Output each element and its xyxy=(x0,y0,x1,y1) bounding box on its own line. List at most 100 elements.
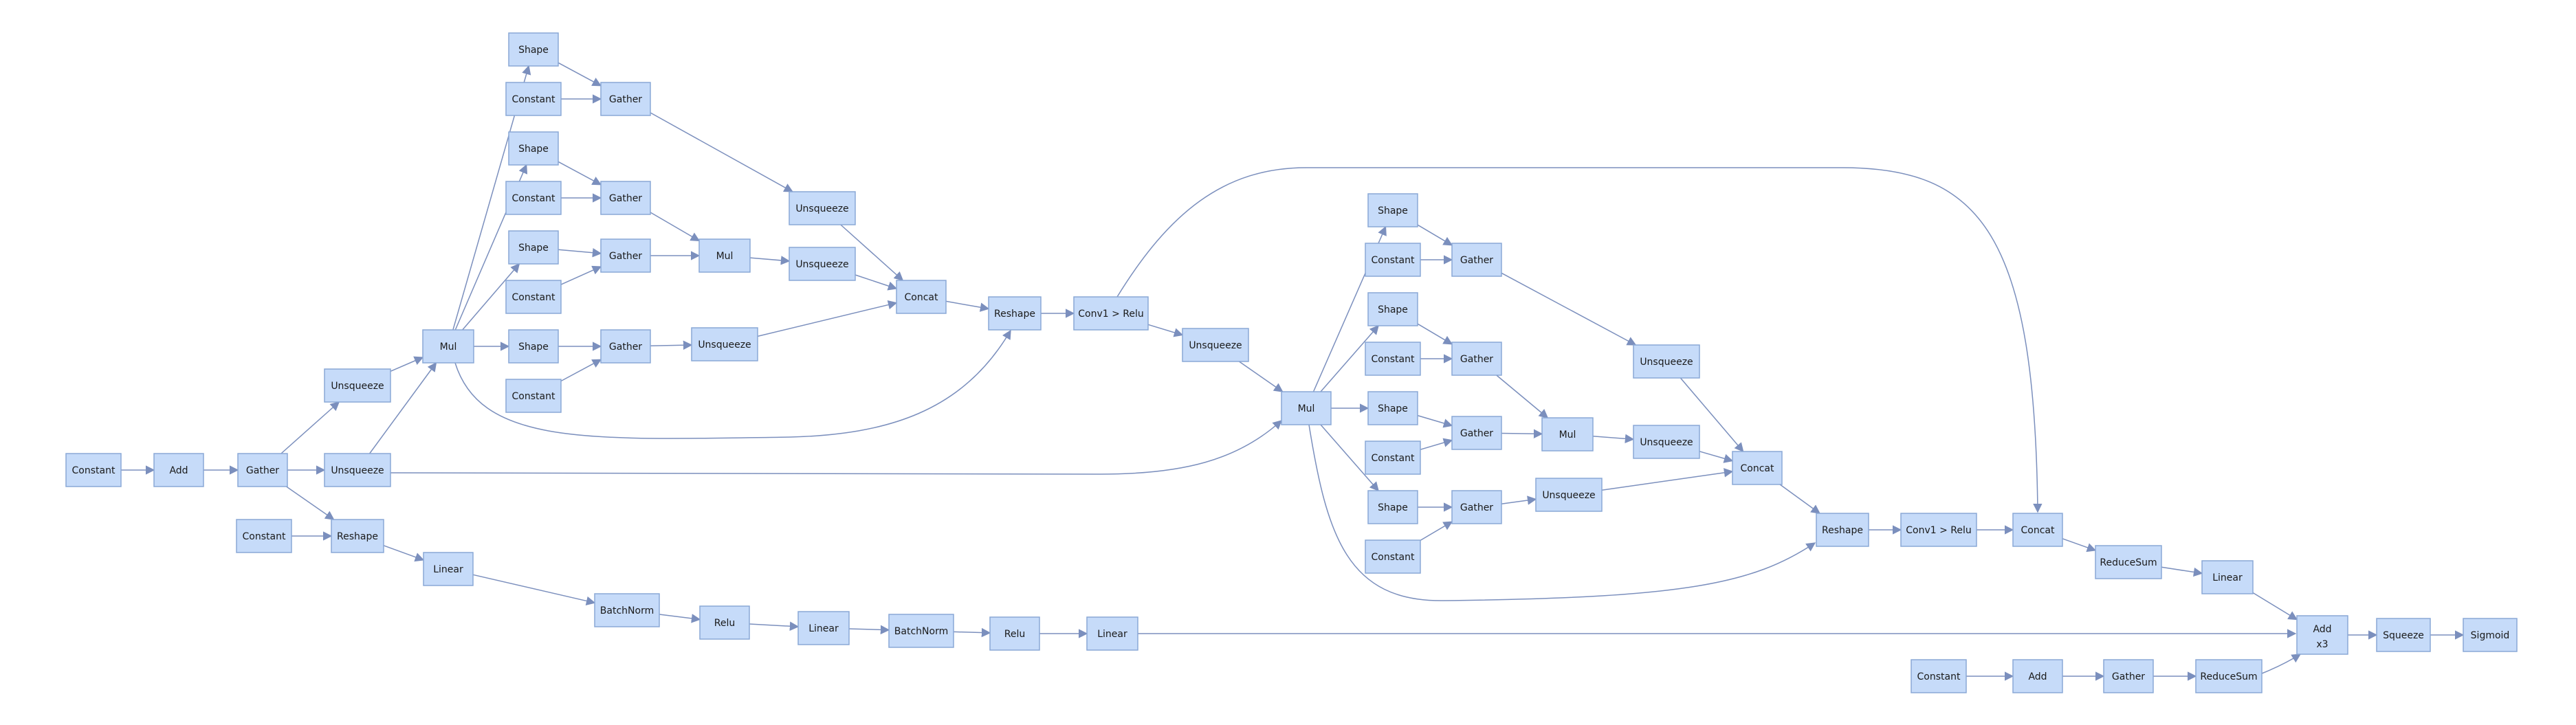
node-box xyxy=(331,519,384,553)
graph-node-concat[interactable]: Concat xyxy=(896,280,947,314)
edge-n49-to-n50 xyxy=(2062,538,2097,553)
graph-node-constant[interactable]: Constant xyxy=(1365,243,1421,277)
graph-node-linear[interactable]: Linear xyxy=(423,552,474,586)
graph-node-shape[interactable]: Shape xyxy=(1367,292,1418,326)
graph-node-shape[interactable]: Shape xyxy=(508,32,559,67)
graph-node-batchnorm[interactable]: BatchNorm xyxy=(888,614,954,648)
graph-node-batchnorm[interactable]: BatchNorm xyxy=(594,593,660,627)
graph-node-constant[interactable]: Constant xyxy=(505,181,562,215)
graph-node-unsqueeze[interactable]: Unsqueeze xyxy=(324,453,391,487)
graph-node-reshape[interactable]: Reshape xyxy=(1816,513,1869,547)
graph-node-gather[interactable]: Gather xyxy=(600,238,651,273)
edge-n22-to-n23 xyxy=(749,256,791,265)
node-label: Unsqueeze xyxy=(331,465,384,476)
graph-node-linear[interactable]: Linear xyxy=(2201,560,2254,594)
graph-node-mul[interactable]: Mul xyxy=(1281,391,1332,425)
graph-node-gather[interactable]: Gather xyxy=(1451,243,1502,277)
graph-node-reducesum[interactable]: ReduceSum xyxy=(2095,545,2162,579)
graph-node-unsqueeze[interactable]: Unsqueeze xyxy=(789,191,856,225)
node-box xyxy=(65,453,122,487)
node-box xyxy=(1541,417,1594,451)
node-label: Shape xyxy=(1378,403,1408,414)
graph-node-reducesum[interactable]: ReduceSum xyxy=(2195,659,2263,693)
graph-node-constant[interactable]: Constant xyxy=(236,519,292,553)
edge-n5-to-n8 xyxy=(368,361,437,454)
graph-node-unsqueeze[interactable]: Unsqueeze xyxy=(1633,425,1700,459)
graph-node-constant[interactable]: Constant xyxy=(65,453,122,487)
graph-node-concat[interactable]: Concat xyxy=(1732,451,1783,485)
node-box xyxy=(1073,296,1149,331)
node-box xyxy=(1367,490,1418,524)
edge-n24-to-n25 xyxy=(757,300,898,337)
graph-node-squeeze[interactable]: Squeeze xyxy=(2376,618,2431,652)
node-label: Mul xyxy=(1559,430,1576,440)
node-box xyxy=(505,379,562,413)
graph-node-gather[interactable]: Gather xyxy=(1451,416,1502,450)
graph-node-unsqueeze[interactable]: Unsqueeze xyxy=(691,327,758,361)
edge-n33-to-n35 xyxy=(1417,323,1453,345)
graph-node-gather[interactable]: Gather xyxy=(1451,342,1502,376)
graph-node-sigmoid[interactable]: Sigmoid xyxy=(2463,618,2518,652)
graph-node-unsqueeze[interactable]: Unsqueeze xyxy=(1633,344,1700,379)
node-box xyxy=(2012,513,2063,547)
graph-node-reshape[interactable]: Reshape xyxy=(331,519,384,553)
node-box xyxy=(1365,539,1421,574)
node-box xyxy=(1535,478,1603,512)
graph-node-conv1-relu[interactable]: Conv1 > Relu xyxy=(1073,296,1149,331)
edge-n52-to-n53 xyxy=(472,574,596,606)
node-box xyxy=(2012,659,2063,693)
graph-node-conv1-relu[interactable]: Conv1 > Relu xyxy=(1900,513,1977,547)
node-box xyxy=(789,191,856,225)
graph-node-relu[interactable]: Relu xyxy=(699,605,750,640)
node-box xyxy=(1911,659,1967,693)
graph-node-gather[interactable]: Gather xyxy=(600,181,651,215)
node-label: Shape xyxy=(1378,205,1408,216)
graph-node-shape[interactable]: Shape xyxy=(508,131,559,166)
graph-node-add[interactable]: Add xyxy=(2012,659,2063,693)
graph-node-mul[interactable]: Mul xyxy=(1541,417,1594,451)
graph-node-unsqueeze[interactable]: Unsqueeze xyxy=(1535,478,1603,512)
node-label: Constant xyxy=(1372,552,1415,563)
graph-node-constant[interactable]: Constant xyxy=(1365,440,1421,475)
graph-node-reshape[interactable]: Reshape xyxy=(988,296,1042,331)
graph-node-shape[interactable]: Shape xyxy=(508,329,559,364)
graph-node-gather[interactable]: Gather xyxy=(600,329,651,364)
graph-node-constant[interactable]: Constant xyxy=(505,280,562,314)
node-label: Conv1 > Relu xyxy=(1906,525,1972,536)
node-box xyxy=(237,453,288,487)
node-label: Unsqueeze xyxy=(1640,437,1693,448)
node-box xyxy=(797,611,850,645)
graph-node-shape[interactable]: Shape xyxy=(1367,193,1418,227)
graph-node-shape[interactable]: Shape xyxy=(1367,490,1418,524)
graph-node-linear[interactable]: Linear xyxy=(797,611,850,645)
graph-node-mul[interactable]: Mul xyxy=(422,329,474,364)
graph-node-constant[interactable]: Constant xyxy=(1365,539,1421,574)
graph-node-gather[interactable]: Gather xyxy=(1451,490,1502,524)
graph-node-gather[interactable]: Gather xyxy=(600,82,651,116)
graph-node-linear[interactable]: Linear xyxy=(1086,616,1138,651)
graph-node-shape[interactable]: Shape xyxy=(508,230,559,265)
graph-node-unsqueeze[interactable]: Unsqueeze xyxy=(324,368,391,403)
node-label: Reshape xyxy=(994,309,1035,320)
node-box xyxy=(324,453,391,487)
graph-node-unsqueeze[interactable]: Unsqueeze xyxy=(1182,328,1249,362)
graph-node-concat[interactable]: Concat xyxy=(2012,513,2063,547)
graph-node-constant[interactable]: Constant xyxy=(1911,659,1967,693)
edge-n28-to-n29 xyxy=(1238,361,1284,392)
graph-node-shape[interactable]: Shape xyxy=(1367,391,1418,425)
graph-node-constant[interactable]: Constant xyxy=(505,82,562,116)
graph-node-constant[interactable]: Constant xyxy=(1365,342,1421,376)
graph-node-relu[interactable]: Relu xyxy=(989,616,1040,651)
node-label: Unsqueeze xyxy=(1640,357,1693,368)
graph-node-add[interactable]: Add xyxy=(153,453,204,487)
node-label: Shape xyxy=(518,243,549,254)
graph-node-mul[interactable]: Mul xyxy=(698,238,751,273)
node-box xyxy=(698,238,751,273)
edge-n3-to-n4 xyxy=(280,401,340,454)
graph-node-unsqueeze[interactable]: Unsqueeze xyxy=(789,247,856,281)
graph-node-gather[interactable]: Gather xyxy=(237,453,288,487)
graph-node-gather[interactable]: Gather xyxy=(2103,659,2154,693)
graph-node-constant[interactable]: Constant xyxy=(505,379,562,413)
